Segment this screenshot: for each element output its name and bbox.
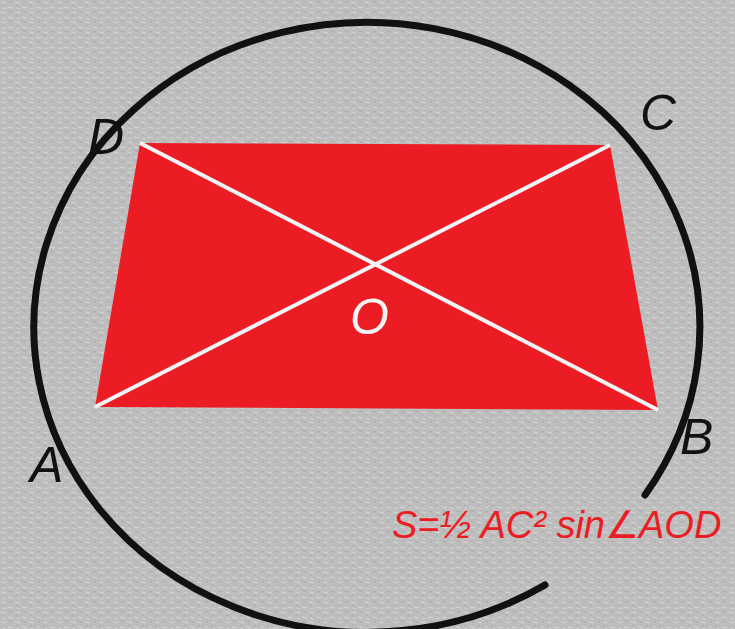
diagonal-bd [140, 143, 658, 410]
center-label: O [350, 292, 389, 342]
vertex-label: B [680, 412, 713, 462]
trapezoid [95, 143, 658, 410]
area-formula: S=½ AC² sin∠AOD [392, 506, 721, 544]
vertex-label: C [640, 88, 676, 138]
vertex-label: A [30, 440, 63, 490]
vertex-label: D [88, 112, 124, 162]
diagonal-ac [95, 145, 610, 407]
